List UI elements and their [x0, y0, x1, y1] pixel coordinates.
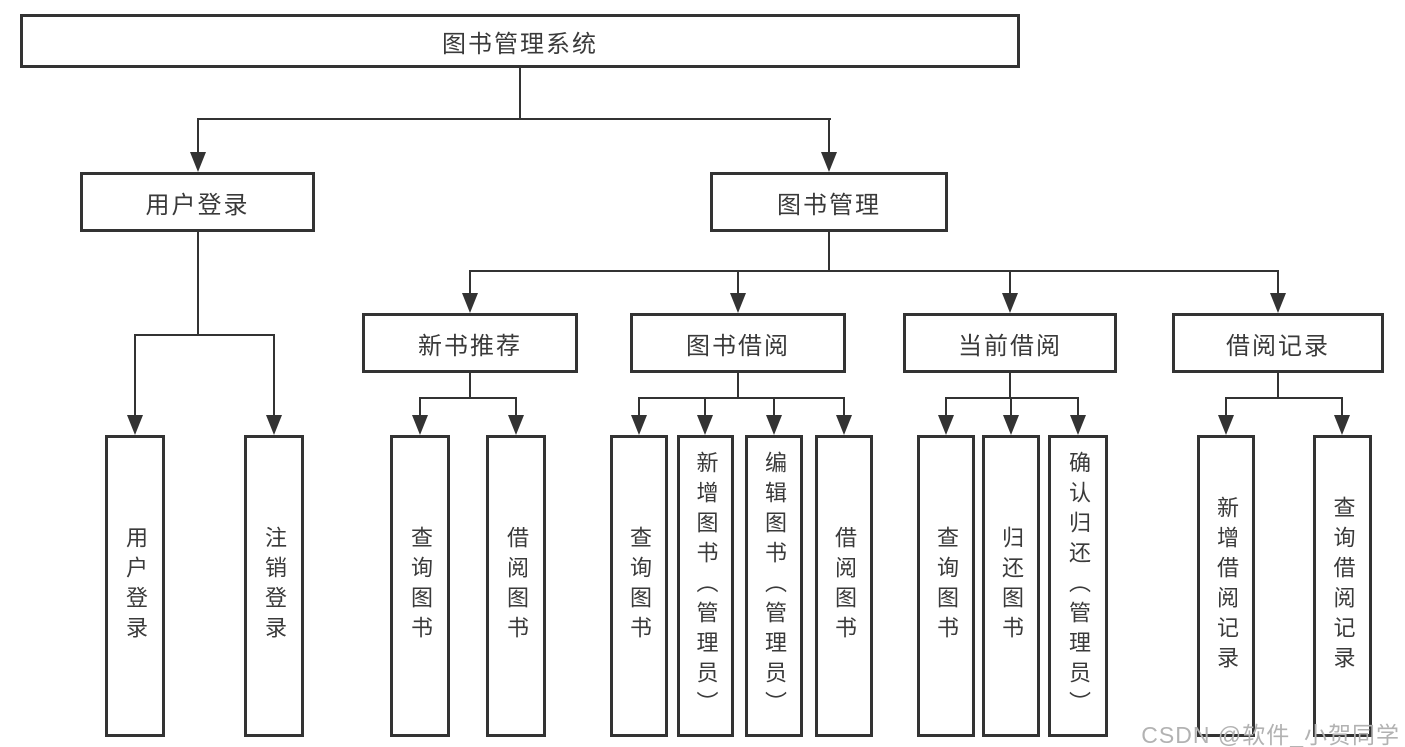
connector-line	[773, 398, 775, 417]
leaf-label: 编辑图书（管理员）	[762, 451, 787, 721]
arrow-down-icon	[412, 415, 428, 435]
arrow-down-icon	[1002, 293, 1018, 313]
watermark: CSDN @软件_小贺同学	[1141, 722, 1400, 747]
leaf-confirm-return-admin: 确认归还（管理员）	[1048, 435, 1108, 737]
leaf-label: 确认归还（管理员）	[1066, 451, 1091, 721]
connector-line	[134, 335, 136, 417]
leaf-query-books-current: 查询图书	[917, 435, 975, 737]
leaf-borrow-books-newbooks: 借阅图书	[486, 435, 546, 737]
arrow-down-icon	[190, 152, 206, 172]
arrow-down-icon	[1070, 415, 1086, 435]
leaf-label: 新增图书（管理员）	[693, 451, 719, 721]
node-book-management: 图书管理	[710, 172, 948, 232]
connector-line	[737, 373, 739, 398]
arrow-down-icon	[127, 415, 143, 435]
leaf-label: 查询图书	[408, 526, 433, 646]
leaf-add-borrow-record: 新增借阅记录	[1197, 435, 1255, 737]
connector-line	[828, 119, 830, 154]
leaf-user-login: 用户登录	[105, 435, 165, 737]
connector-line	[1077, 398, 1079, 417]
leaf-borrow-books: 借阅图书	[815, 435, 873, 737]
leaf-label: 新增借阅记录	[1214, 496, 1239, 676]
connector-line	[828, 232, 830, 271]
leaf-logout: 注销登录	[244, 435, 304, 737]
connector-line	[1225, 398, 1227, 417]
connector-line	[197, 118, 831, 120]
arrow-down-icon	[730, 293, 746, 313]
connector-line	[1009, 373, 1011, 398]
leaf-add-books-admin: 新增图书（管理员）	[677, 435, 734, 737]
arrow-down-icon	[821, 152, 837, 172]
connector-line	[1277, 271, 1279, 295]
connector-line	[638, 398, 640, 417]
connector-line	[1009, 271, 1011, 295]
node-book-borrow: 图书借阅	[630, 313, 846, 373]
connector-line	[515, 398, 517, 417]
arrow-down-icon	[1270, 293, 1286, 313]
connector-line	[469, 373, 471, 398]
connector-line	[704, 398, 706, 417]
leaf-label: 查询借阅记录	[1330, 496, 1356, 676]
arrow-down-icon	[1003, 415, 1019, 435]
leaf-label: 用户登录	[123, 526, 148, 646]
leaf-label: 查询图书	[934, 526, 959, 646]
connector-line	[1277, 373, 1279, 398]
connector-line	[843, 398, 845, 417]
leaf-query-books-newbooks: 查询图书	[390, 435, 450, 737]
arrow-down-icon	[508, 415, 524, 435]
connector-line	[519, 68, 521, 119]
connector-line	[638, 397, 845, 399]
arrow-down-icon	[631, 415, 647, 435]
connector-line	[737, 271, 739, 295]
connector-line	[419, 397, 517, 399]
node-library-system: 图书管理系统	[20, 14, 1020, 68]
arrow-down-icon	[1334, 415, 1350, 435]
arrow-down-icon	[266, 415, 282, 435]
connector-line	[469, 271, 471, 295]
arrow-down-icon	[697, 415, 713, 435]
connector-line	[1010, 398, 1012, 417]
connector-line	[1225, 397, 1343, 399]
leaf-query-borrow-record: 查询借阅记录	[1313, 435, 1372, 737]
node-new-book-recommend: 新书推荐	[362, 313, 578, 373]
connector-line	[945, 397, 1079, 399]
arrow-down-icon	[938, 415, 954, 435]
connector-line	[273, 335, 275, 417]
connector-line	[1341, 398, 1343, 417]
connector-line	[197, 232, 199, 335]
connector-line	[197, 119, 199, 154]
leaf-label: 注销登录	[262, 526, 287, 646]
arrow-down-icon	[462, 293, 478, 313]
leaf-query-books-borrow: 查询图书	[610, 435, 668, 737]
connector-line	[419, 398, 421, 417]
leaf-label: 归还图书	[999, 526, 1024, 646]
leaf-edit-books-admin: 编辑图书（管理员）	[745, 435, 803, 737]
connector-line	[945, 398, 947, 417]
leaf-label: 借阅图书	[832, 526, 857, 646]
connector-line	[134, 334, 275, 336]
node-user-login: 用户登录	[80, 172, 315, 232]
node-borrow-records: 借阅记录	[1172, 313, 1384, 373]
leaf-return-books: 归还图书	[982, 435, 1040, 737]
arrow-down-icon	[1218, 415, 1234, 435]
arrow-down-icon	[836, 415, 852, 435]
arrow-down-icon	[766, 415, 782, 435]
connector-line	[469, 270, 1279, 272]
leaf-label: 查询图书	[627, 526, 652, 646]
node-current-borrow: 当前借阅	[903, 313, 1117, 373]
leaf-label: 借阅图书	[504, 526, 529, 646]
